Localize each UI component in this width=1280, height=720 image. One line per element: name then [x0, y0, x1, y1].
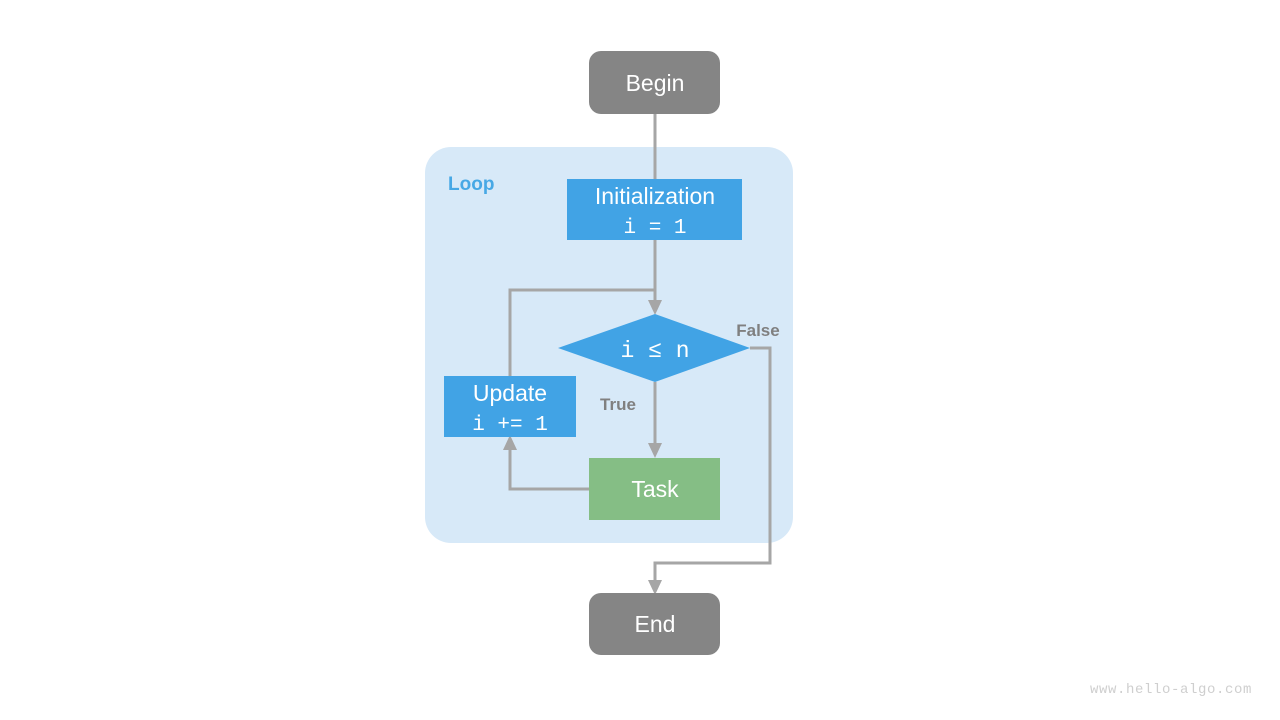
node-initialization-code: i = 1 [623, 217, 686, 240]
edge-condition-to-end [648, 346, 772, 595]
node-task-shape [589, 458, 720, 520]
edge-label-true: True [600, 395, 636, 414]
node-initialization[interactable]: Initialization i = 1 [567, 179, 742, 240]
edge-condition-to-task [648, 382, 662, 458]
node-end-label: End [635, 611, 676, 637]
watermark-text: www.hello-algo.com [1089, 682, 1252, 698]
node-begin-label: Begin [626, 70, 685, 96]
arrow-head-icon [648, 300, 662, 315]
node-end-shape [589, 593, 720, 655]
edge-label-false: False [736, 321, 779, 340]
node-condition[interactable]: i ≤ n [558, 314, 750, 382]
node-condition-shape [558, 314, 750, 382]
node-begin[interactable]: Begin [589, 51, 720, 114]
node-end[interactable]: End [589, 593, 720, 655]
edge-task-to-update [503, 435, 589, 491]
node-initialization-label: Initialization [595, 183, 715, 209]
arrow-head-icon [503, 435, 517, 450]
node-begin-shape [589, 51, 720, 114]
edge-initialization-to-condition [648, 240, 662, 315]
node-condition-code: i ≤ n [620, 338, 689, 364]
node-task-label: Task [631, 476, 679, 502]
loop-group-label: Loop [448, 174, 494, 195]
node-initialization-shape [567, 179, 742, 240]
node-update-shape [444, 376, 576, 437]
node-update-label: Update [473, 380, 547, 406]
node-task[interactable]: Task [589, 458, 720, 520]
arrow-head-icon [648, 443, 662, 458]
edge-update-to-condition [508, 288, 655, 376]
node-update[interactable]: Update i += 1 [444, 376, 576, 437]
arrow-head-icon [648, 580, 662, 595]
node-update-code: i += 1 [472, 414, 548, 437]
